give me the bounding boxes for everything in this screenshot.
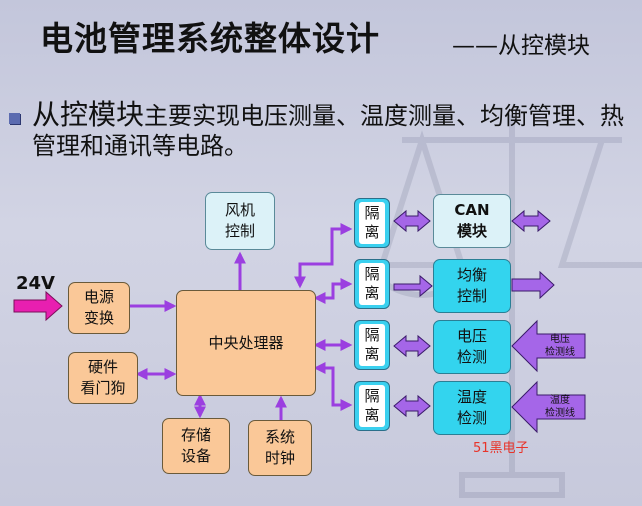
fan-control-block: 风机 控制 bbox=[205, 192, 275, 250]
temperature-detection-block: 温度 检测 bbox=[433, 381, 511, 435]
input-voltage-label: 24V bbox=[16, 273, 55, 294]
system-clock-block: 系统 时钟 bbox=[248, 420, 312, 476]
isolation-label: 隔 离 bbox=[359, 385, 385, 427]
isolation-block-1: 隔 离 bbox=[354, 198, 390, 248]
temperature-sense-line-label: 温度 检测线 bbox=[545, 395, 575, 419]
input-arrow bbox=[13, 290, 63, 322]
fat-arrow-iso-can bbox=[393, 209, 431, 233]
isolation-label: 隔 离 bbox=[359, 324, 385, 366]
arrow-cpu-iso4 bbox=[313, 362, 353, 411]
page-title: 电池管理系统整体设计 bbox=[40, 19, 380, 58]
fat-arrow-iso-balance bbox=[393, 274, 433, 298]
voltage-sense-line-label: 电压 检测线 bbox=[545, 334, 575, 358]
storage-device-block: 存储 设备 bbox=[162, 418, 230, 474]
fat-arrow-iso-voltage bbox=[393, 334, 431, 358]
voltage-detection-block: 电压 检测 bbox=[433, 320, 511, 374]
bullet-lead: 从控模块 bbox=[32, 98, 145, 131]
isolation-block-2: 隔 离 bbox=[354, 259, 390, 309]
balance-control-block: 均衡 控制 bbox=[433, 259, 511, 313]
arrow-cpu-iso2 bbox=[313, 278, 353, 304]
page-subtitle: ——从控模块 bbox=[452, 33, 590, 59]
isolation-label: 隔 离 bbox=[359, 263, 385, 305]
cpu-block: 中央处理器 bbox=[176, 290, 316, 396]
power-conversion-block: 电源 变换 bbox=[68, 282, 130, 334]
isolation-label: 隔 离 bbox=[359, 202, 385, 244]
isolation-block-3: 隔 离 bbox=[354, 320, 390, 370]
fat-arrow-balance-out bbox=[511, 270, 555, 300]
sense-arrow-temperature bbox=[511, 380, 586, 434]
bullet-marker bbox=[9, 113, 20, 124]
site-watermark: 51黑电子 bbox=[473, 441, 529, 456]
sense-arrow-voltage bbox=[511, 319, 586, 373]
fat-arrow-can-out bbox=[511, 209, 551, 233]
hardware-watchdog-block: 硬件 看门狗 bbox=[68, 352, 138, 404]
fat-arrow-iso-temp bbox=[393, 394, 431, 418]
bullet-rest: 主要实现电压测量、温度测量、均衡管理、热管理和通讯等电路。 bbox=[32, 102, 625, 160]
isolation-block-4: 隔 离 bbox=[354, 381, 390, 431]
bullet-text: 从控模块主要实现电压测量、温度测量、均衡管理、热管理和通讯等电路。 bbox=[32, 100, 637, 161]
arrow-cpu-iso1 bbox=[294, 223, 353, 289]
can-module-block: CAN 模块 bbox=[433, 194, 511, 248]
